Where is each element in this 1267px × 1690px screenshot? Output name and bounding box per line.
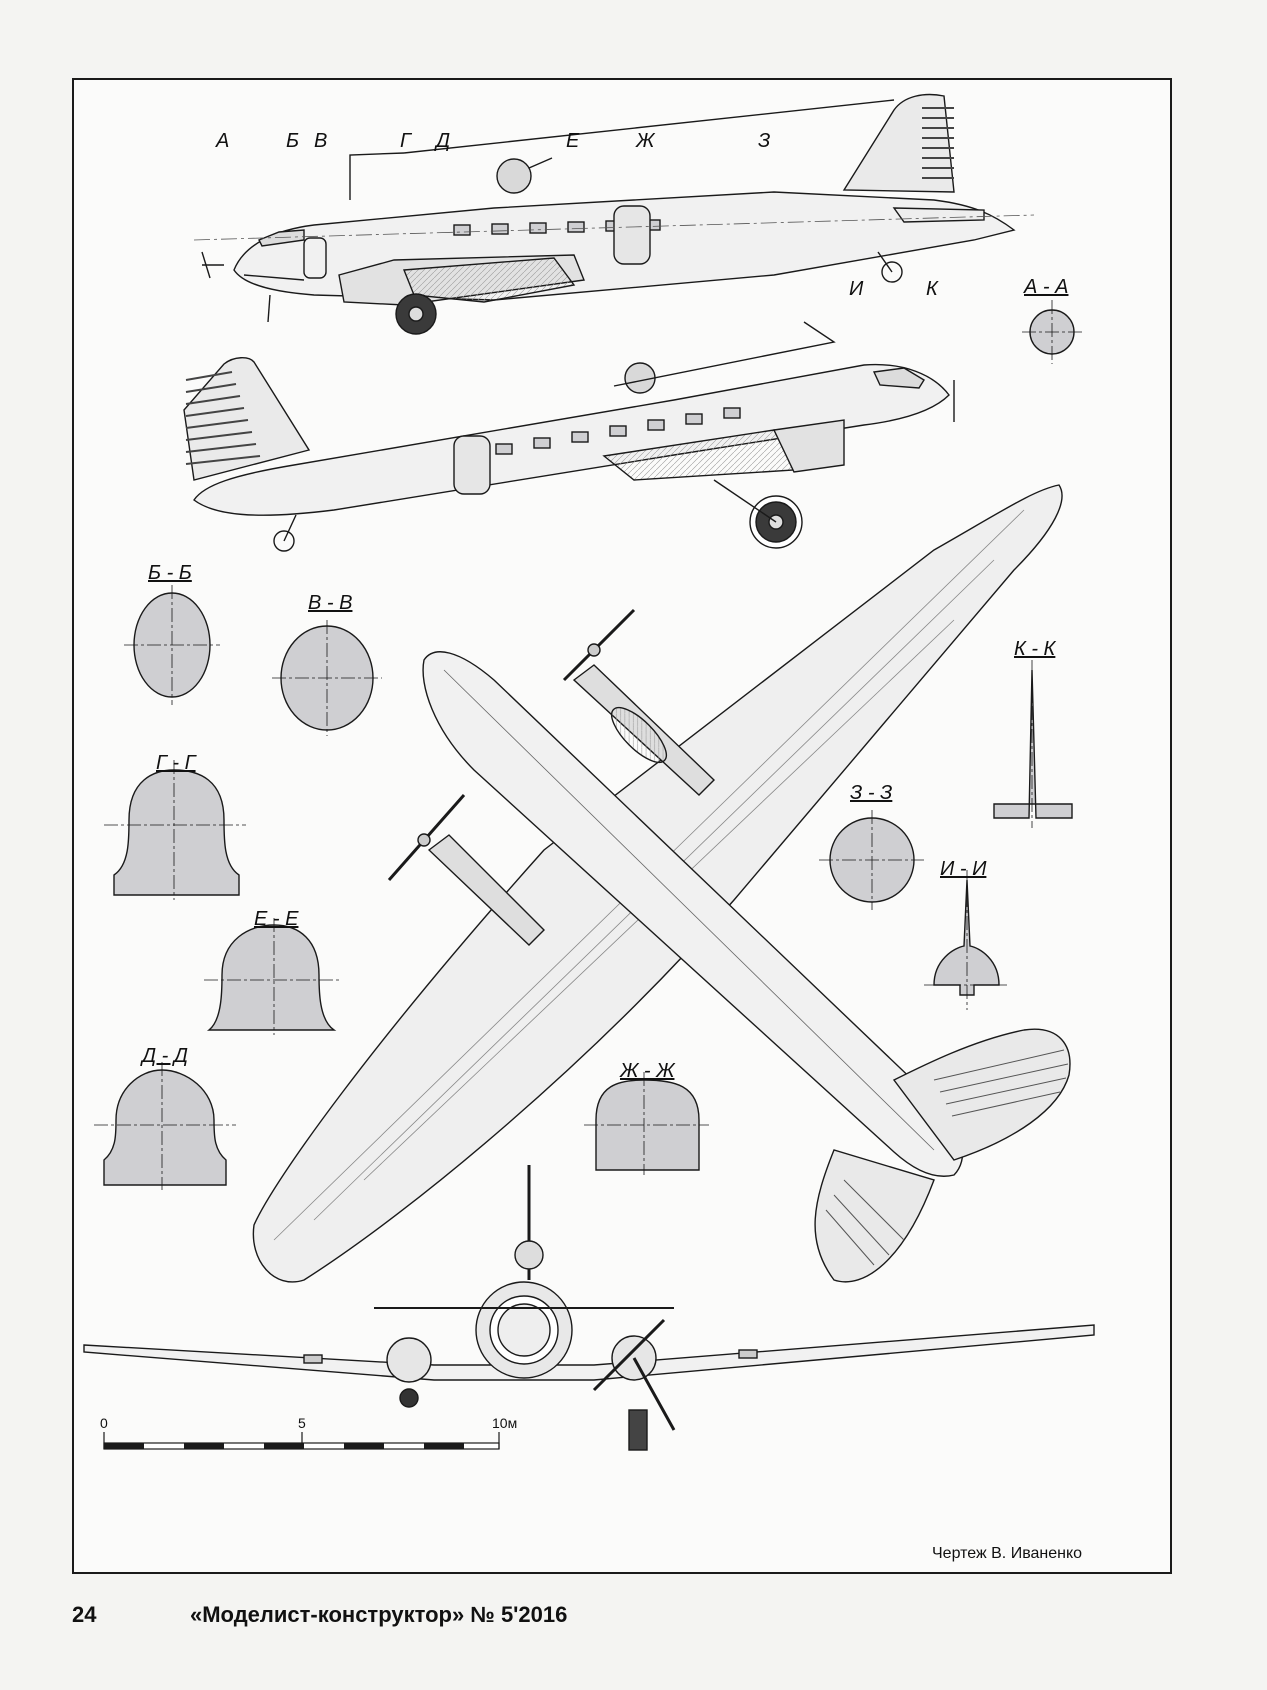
- side-view-left: [193, 93, 1035, 335]
- side-view-right: [183, 321, 955, 552]
- station-label-a: А: [216, 130, 230, 152]
- section-kk-shape: [993, 669, 1073, 819]
- section-label-gg: Г - Г: [156, 752, 196, 774]
- front-view: [83, 1165, 1095, 1451]
- station-label-e: Е: [566, 130, 580, 152]
- scale-bar: [103, 1432, 500, 1450]
- section-label-bb: Б - Б: [148, 562, 192, 584]
- station-label-d: Д: [436, 130, 451, 152]
- section-centerlines: [94, 300, 1082, 1190]
- section-label-kk: К - К: [1014, 638, 1056, 660]
- station-label-b: Б: [286, 130, 300, 152]
- section-label-zz: З - З: [850, 782, 893, 804]
- aircraft-drawing: [83, 93, 1095, 1451]
- scale-start: 0: [100, 1415, 108, 1431]
- station-label-i: И: [849, 278, 864, 300]
- station-label-zh: Ж: [636, 130, 655, 152]
- section-ee-shape: [206, 924, 337, 1031]
- drawing-frame: А - А Б - Б В - В Г - Г Е - Е Д - Д Ж - …: [72, 78, 1172, 1574]
- section-label-vv: В - В: [308, 592, 353, 614]
- magazine-title: «Моделист-конструктор» № 5'2016: [190, 1602, 568, 1627]
- section-label-dd: Д - Д: [142, 1045, 188, 1067]
- section-label-aa: А - А: [1024, 276, 1069, 298]
- section-label-zhzh: Ж - Ж: [620, 1060, 675, 1082]
- station-label-z: З: [758, 130, 771, 152]
- drawing-credit: Чертеж В. Иваненко: [932, 1545, 1083, 1562]
- section-ii-shape: [933, 879, 1000, 996]
- station-label-k: К: [926, 278, 938, 300]
- section-label-ii: И - И: [940, 858, 987, 880]
- section-gg-shape: [113, 769, 240, 896]
- station-label-v: В: [314, 130, 328, 152]
- scale-mid: 5: [298, 1415, 306, 1431]
- scale-end: 10м: [492, 1415, 518, 1431]
- station-label-g: Г: [400, 130, 411, 152]
- section-label-ee: Е - Е: [254, 908, 299, 930]
- section-dd-shape: [103, 1069, 227, 1186]
- plan-view: [252, 484, 1071, 1283]
- page-number: 24: [72, 1602, 97, 1627]
